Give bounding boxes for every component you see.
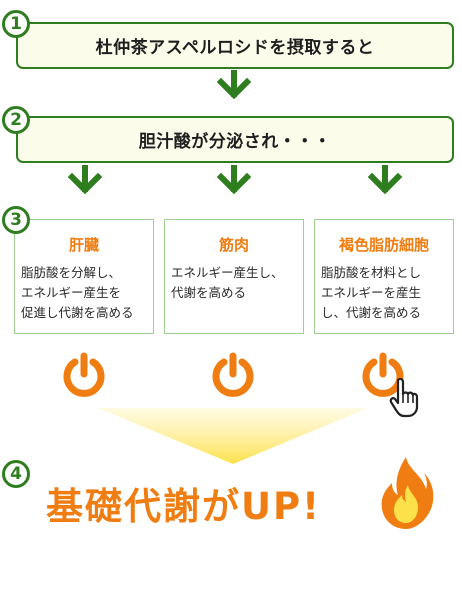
card-line: 脂肪酸を分解し、	[21, 265, 122, 280]
step-badge-4: 4	[2, 460, 30, 488]
card-title: 褐色脂肪細胞	[338, 236, 429, 254]
card-line: 促進し代謝を高める	[21, 305, 134, 320]
power-icon	[63, 352, 105, 397]
converge-funnel	[98, 408, 368, 464]
arrow-down-icon	[68, 165, 102, 195]
step-badge-1: 1	[2, 10, 30, 38]
hand-pointer-icon	[389, 377, 419, 418]
card-line: 代謝を高める	[171, 285, 247, 300]
card-line: し、代謝を高める	[321, 305, 422, 320]
step-badge-3: 3	[2, 206, 30, 234]
result-headline: 基礎代謝がUP!	[46, 485, 322, 528]
card-description: エネルギー産生し、 代謝を高める	[171, 263, 303, 303]
arrow-down-icon	[217, 70, 251, 100]
card-title: 筋肉	[218, 236, 249, 254]
step-1-banner: 杜仲茶アスペルロシドを摂取すると	[16, 22, 454, 69]
card-liver: 肝臓 脂肪酸を分解し、 エネルギー産生を 促進し代謝を高める	[14, 219, 154, 334]
power-icon	[362, 352, 404, 397]
arrow-down-icon	[368, 165, 402, 195]
card-line: 脂肪酸を材料とし	[321, 265, 422, 280]
card-line: エネルギー産生し、	[171, 265, 284, 280]
card-brown-fat: 褐色脂肪細胞 脂肪酸を材料とし エネルギーを産生 し、代謝を高める	[314, 219, 454, 334]
power-icon	[212, 352, 254, 397]
card-title: 肝臓	[68, 236, 99, 254]
step-2-text: 胆汁酸が分泌され・・・	[138, 132, 332, 152]
card-muscle: 筋肉 エネルギー産生し、 代謝を高める	[164, 219, 304, 334]
arrow-down-icon	[217, 165, 251, 195]
step-1-text: 杜仲茶アスペルロシドを摂取すると	[95, 38, 375, 58]
flame-icon	[381, 457, 434, 529]
card-line: エネルギーを産生	[321, 285, 422, 300]
card-description: 脂肪酸を分解し、 エネルギー産生を 促進し代謝を高める	[21, 263, 153, 323]
step-badge-2: 2	[2, 106, 30, 134]
step-2-banner: 胆汁酸が分泌され・・・	[16, 116, 454, 163]
card-description: 脂肪酸を材料とし エネルギーを産生 し、代謝を高める	[321, 263, 453, 323]
card-line: エネルギー産生を	[21, 285, 122, 300]
